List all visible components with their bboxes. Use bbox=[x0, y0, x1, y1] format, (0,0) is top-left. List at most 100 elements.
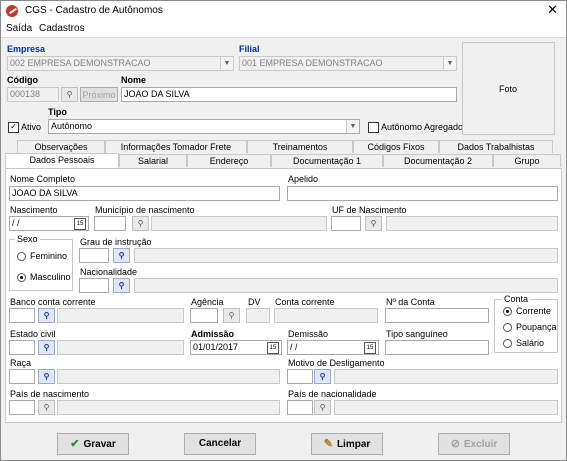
banco-desc-field bbox=[57, 308, 184, 323]
pais-nasc-lookup-icon[interactable]: ⚲ bbox=[38, 400, 55, 415]
pais-nasc-code-field[interactable] bbox=[9, 400, 35, 415]
municipio-lookup-icon[interactable]: ⚲ bbox=[132, 216, 149, 231]
sexo-group bbox=[9, 239, 73, 291]
tipo-select[interactable]: Autônomo ▼ bbox=[48, 119, 360, 134]
calendar-icon[interactable]: 15 bbox=[364, 342, 376, 354]
grau-desc-field bbox=[134, 248, 558, 263]
chevron-down-icon[interactable]: ▼ bbox=[346, 120, 359, 133]
menu-cadastros[interactable]: Cadastros bbox=[39, 23, 85, 34]
chevron-down-icon[interactable]: ▼ bbox=[443, 57, 456, 70]
pais-nac-lookup-icon[interactable]: ⚲ bbox=[314, 400, 331, 415]
excluir-label: Excluir bbox=[463, 439, 498, 450]
cancelar-button[interactable]: Cancelar bbox=[184, 433, 256, 455]
dv-label: DV bbox=[248, 297, 261, 307]
foto-panel[interactable]: Foto bbox=[462, 42, 555, 135]
codigo-lookup-icon[interactable]: ⚲ bbox=[61, 87, 78, 102]
sexo-feminino-radio[interactable] bbox=[17, 252, 26, 261]
municipio-desc-field bbox=[151, 216, 327, 231]
estado-civil-code-field[interactable] bbox=[9, 340, 35, 355]
conta-poupanca-radio[interactable] bbox=[503, 323, 512, 332]
raca-lookup-icon[interactable]: ⚲ bbox=[38, 369, 55, 384]
nome-completo-label: Nome Completo bbox=[10, 174, 76, 184]
nascimento-value: / / bbox=[12, 218, 20, 228]
tab-documentacao-1[interactable]: Documentação 1 bbox=[271, 154, 383, 167]
agregado-checkbox[interactable] bbox=[368, 122, 379, 133]
nacionalidade-code-field[interactable] bbox=[79, 278, 109, 293]
gravar-button[interactable]: ✔Gravar bbox=[57, 433, 129, 455]
check-icon: ✔ bbox=[70, 438, 80, 450]
raca-code-field[interactable] bbox=[9, 369, 35, 384]
tab-dados-pessoais[interactable]: Dados Pessoais bbox=[5, 153, 119, 168]
conta-poupanca-option-label: Poupança bbox=[516, 322, 557, 332]
agencia-code-field[interactable] bbox=[190, 308, 218, 323]
codigo-field[interactable]: 000138 bbox=[7, 87, 59, 102]
tab-grupo[interactable]: Grupo bbox=[493, 154, 561, 167]
pais-nasc-desc-field bbox=[57, 400, 280, 415]
demissao-label: Demissão bbox=[288, 329, 329, 339]
nacionalidade-lookup-icon[interactable]: ⚲ bbox=[113, 278, 130, 293]
tab-observacoes[interactable]: Observações bbox=[17, 140, 105, 153]
pais-nac-code-field[interactable] bbox=[287, 400, 313, 415]
sexo-masculino-radio[interactable] bbox=[17, 273, 26, 282]
motivo-desc-field bbox=[334, 369, 558, 384]
proximo-button[interactable]: Próximo bbox=[80, 87, 118, 102]
conta-corrente-label: Conta corrente bbox=[275, 297, 335, 307]
excluir-button[interactable]: ⊘Excluir bbox=[438, 433, 510, 455]
chevron-down-icon[interactable]: ▼ bbox=[220, 57, 233, 70]
motivo-lookup-icon[interactable]: ⚲ bbox=[314, 369, 331, 384]
tab-endereco[interactable]: Endereço bbox=[187, 154, 271, 167]
calendar-icon[interactable]: 15 bbox=[267, 342, 279, 354]
pais-nac-desc-field bbox=[334, 400, 558, 415]
uf-lookup-icon[interactable]: ⚲ bbox=[365, 216, 382, 231]
uf-code-field[interactable] bbox=[331, 216, 361, 231]
motivo-label: Motivo de Desligamento bbox=[288, 358, 385, 368]
apelido-label: Apelido bbox=[288, 174, 319, 184]
dv-field bbox=[246, 308, 270, 323]
empresa-select[interactable]: 002 EMPRESA DEMONSTRACAO ▼ bbox=[7, 56, 234, 71]
grau-code-field[interactable] bbox=[79, 248, 109, 263]
tab-treinamentos[interactable]: Treinamentos bbox=[247, 140, 353, 153]
ativo-label: Ativo bbox=[21, 122, 42, 132]
limpar-button[interactable]: ✎Limpar bbox=[311, 433, 383, 455]
conta-group-label: Conta bbox=[502, 294, 531, 304]
menu-saida[interactable]: Saída bbox=[6, 23, 33, 34]
clear-icon: ✎ bbox=[323, 438, 333, 450]
conta-salario-option-label: Salário bbox=[516, 338, 545, 348]
menu-bar: Saída Cadastros bbox=[1, 21, 566, 38]
estado-civil-lookup-icon[interactable]: ⚲ bbox=[38, 340, 55, 355]
grau-lookup-icon[interactable]: ⚲ bbox=[113, 248, 130, 263]
demissao-value: / / bbox=[290, 342, 298, 352]
banco-code-field[interactable] bbox=[9, 308, 35, 323]
pais-nac-label: País de nacionalidade bbox=[288, 389, 377, 399]
ativo-checkbox[interactable]: ✓ bbox=[8, 122, 19, 133]
num-conta-field[interactable] bbox=[385, 308, 489, 323]
tab-salarial[interactable]: Salarial bbox=[119, 154, 187, 167]
municipio-code-field[interactable] bbox=[94, 216, 126, 231]
window-title: CGS - Cadastro de Autônomos bbox=[25, 5, 163, 16]
tipo-sangue-field[interactable] bbox=[385, 340, 489, 355]
demissao-field[interactable]: / / 15 bbox=[287, 340, 379, 355]
empresa-value: 002 EMPRESA DEMONSTRACAO bbox=[10, 58, 151, 68]
tab-dados-trabalhistas[interactable]: Dados Trabalhistas bbox=[439, 140, 553, 153]
filial-select[interactable]: 001 EMPRESA DEMONSTRACAO ▼ bbox=[239, 56, 457, 71]
admissao-field[interactable]: 01/01/2017 15 bbox=[190, 340, 282, 355]
banco-lookup-icon[interactable]: ⚲ bbox=[38, 308, 55, 323]
nome-completo-field[interactable]: JOAO DA SILVA bbox=[9, 186, 280, 201]
tab-codigos-fixos[interactable]: Códigos Fixos bbox=[353, 140, 439, 153]
agencia-lookup-icon[interactable]: ⚲ bbox=[223, 308, 240, 323]
sexo-feminino-label: Feminino bbox=[30, 251, 68, 261]
tab-informacoes-tomador-frete[interactable]: Informações Tomador Frete bbox=[105, 140, 247, 153]
estado-civil-label: Estado civil bbox=[10, 329, 56, 339]
conta-corrente-radio[interactable] bbox=[503, 307, 512, 316]
pais-nasc-label: País de nascimento bbox=[10, 389, 90, 399]
calendar-icon[interactable]: 15 bbox=[74, 218, 86, 230]
conta-salario-radio[interactable] bbox=[503, 339, 512, 348]
tab-documentacao-2[interactable]: Documentação 2 bbox=[383, 154, 493, 167]
close-icon[interactable]: ✕ bbox=[547, 2, 558, 17]
nome-field[interactable]: JOAO DA SILVA bbox=[121, 87, 457, 102]
estado-civil-desc-field bbox=[57, 340, 184, 355]
apelido-field[interactable] bbox=[287, 186, 558, 201]
nascimento-field[interactable]: / / 15 bbox=[9, 216, 89, 231]
motivo-code-field[interactable] bbox=[287, 369, 313, 384]
